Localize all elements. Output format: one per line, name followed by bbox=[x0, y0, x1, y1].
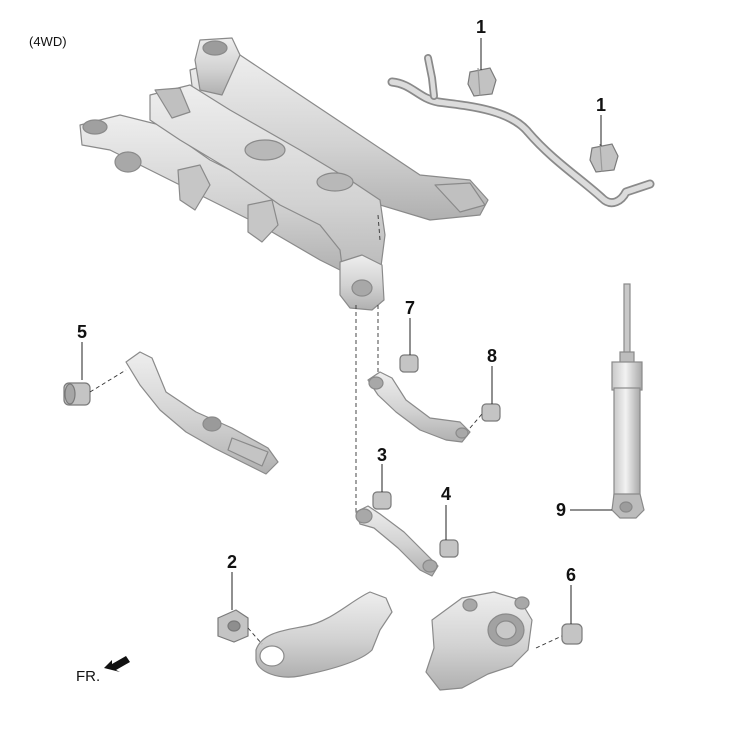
callout-label: 5 bbox=[77, 322, 88, 342]
callout-leaders bbox=[81, 38, 612, 624]
callout-label: 8 bbox=[487, 346, 498, 366]
upper-arm-inner-bushing bbox=[399, 354, 419, 373]
callout-label: 6 bbox=[566, 565, 577, 585]
callout-label: 1 bbox=[596, 95, 607, 115]
mounting-guide-lines bbox=[355, 214, 381, 512]
callout-label: 2 bbox=[227, 552, 238, 572]
front-direction-label: FR. bbox=[76, 668, 101, 685]
upper-arm-guide bbox=[469, 413, 483, 429]
stabilizer-bushing-upper bbox=[467, 67, 497, 97]
callout-label: 1 bbox=[476, 17, 487, 37]
callout-label: 9 bbox=[556, 500, 567, 520]
drive-variant-label: (4WD) bbox=[29, 34, 67, 49]
stabilizer-bushing-lower bbox=[589, 143, 619, 173]
front-direction-arrow-icon bbox=[104, 656, 130, 672]
shock-absorber bbox=[611, 283, 645, 519]
trailing-arm-guide bbox=[247, 627, 263, 645]
lower-arm bbox=[125, 351, 279, 475]
lower-arm-bushing bbox=[63, 382, 91, 406]
rear-knuckle bbox=[425, 591, 533, 691]
knuckle-bushing bbox=[561, 623, 583, 645]
lower-arm-guide bbox=[89, 369, 127, 393]
rear-subframe bbox=[79, 37, 489, 311]
lower-link bbox=[355, 505, 439, 577]
trailing-arm bbox=[255, 591, 393, 678]
callout-label: 3 bbox=[377, 445, 388, 465]
knuckle-guide bbox=[535, 635, 563, 649]
callout-label: 4 bbox=[441, 484, 452, 504]
lower-link-outer-bushing bbox=[439, 539, 459, 558]
lower-link-inner-bushing bbox=[372, 491, 392, 510]
trailing-arm-bushing bbox=[217, 609, 249, 643]
stabilizer-bar bbox=[387, 54, 655, 208]
upper-arm-outer-bushing bbox=[481, 403, 501, 422]
callout-label: 7 bbox=[405, 298, 416, 318]
upper-arm bbox=[367, 371, 471, 443]
